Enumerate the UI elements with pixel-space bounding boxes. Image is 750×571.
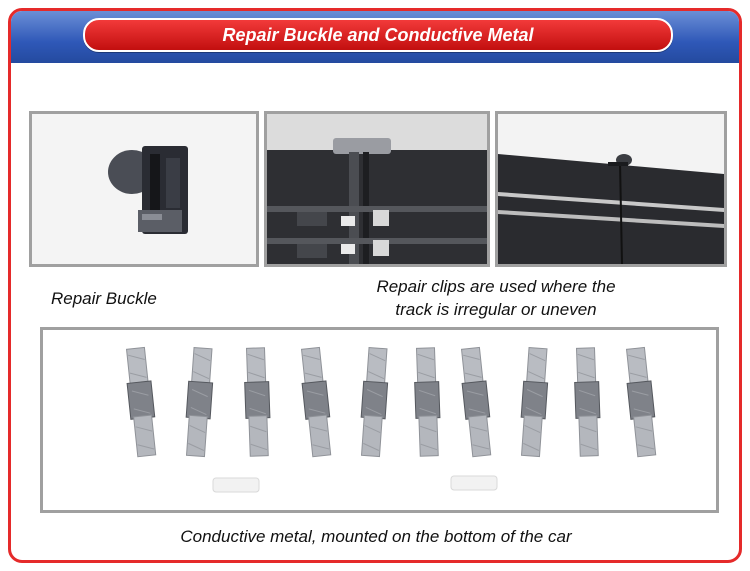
- conductive-braid: [185, 347, 214, 458]
- repair-clips-caption-line2: track is irregular or uneven: [395, 300, 597, 319]
- conductive-braid: [574, 347, 601, 457]
- plastic-guide-piece: [450, 475, 498, 491]
- header-band: Repair Buckle and Conductive Metal: [11, 11, 739, 63]
- repair-buckle-caption: Repair Buckle: [51, 289, 157, 308]
- conductive-braid: [300, 346, 332, 458]
- conductive-braid: [244, 347, 271, 457]
- conductive-braid: [414, 347, 441, 457]
- conductive-braid: [625, 346, 657, 458]
- conductive-metal-illustration: [43, 330, 716, 510]
- repair-buckle-photo: [29, 111, 259, 267]
- page-title: Repair Buckle and Conductive Metal: [222, 24, 534, 45]
- product-frame: Repair Buckle and Conductive Metal: [8, 8, 742, 563]
- track-surface-photo: [495, 111, 727, 267]
- conductive-metal-caption: Conductive metal, mounted on the bottom …: [180, 527, 572, 546]
- repair-buckle-illustration: [32, 114, 256, 264]
- conductive-metal-photo: [40, 327, 719, 513]
- conductive-braid: [125, 346, 157, 458]
- plastic-guide-piece: [212, 477, 260, 493]
- track-underside-photo: [264, 111, 490, 267]
- conductive-braid: [360, 347, 389, 458]
- repair-clips-caption-line1: Repair clips are used where the: [376, 277, 616, 296]
- track-surface-illustration: [498, 114, 724, 264]
- conductive-braid: [460, 346, 492, 458]
- title-banner: Repair Buckle and Conductive Metal: [83, 18, 673, 52]
- repair-clips-caption: Repair clips are used where the track is…: [331, 275, 661, 321]
- track-clip-illustration: [267, 114, 487, 264]
- conductive-braid: [520, 347, 549, 458]
